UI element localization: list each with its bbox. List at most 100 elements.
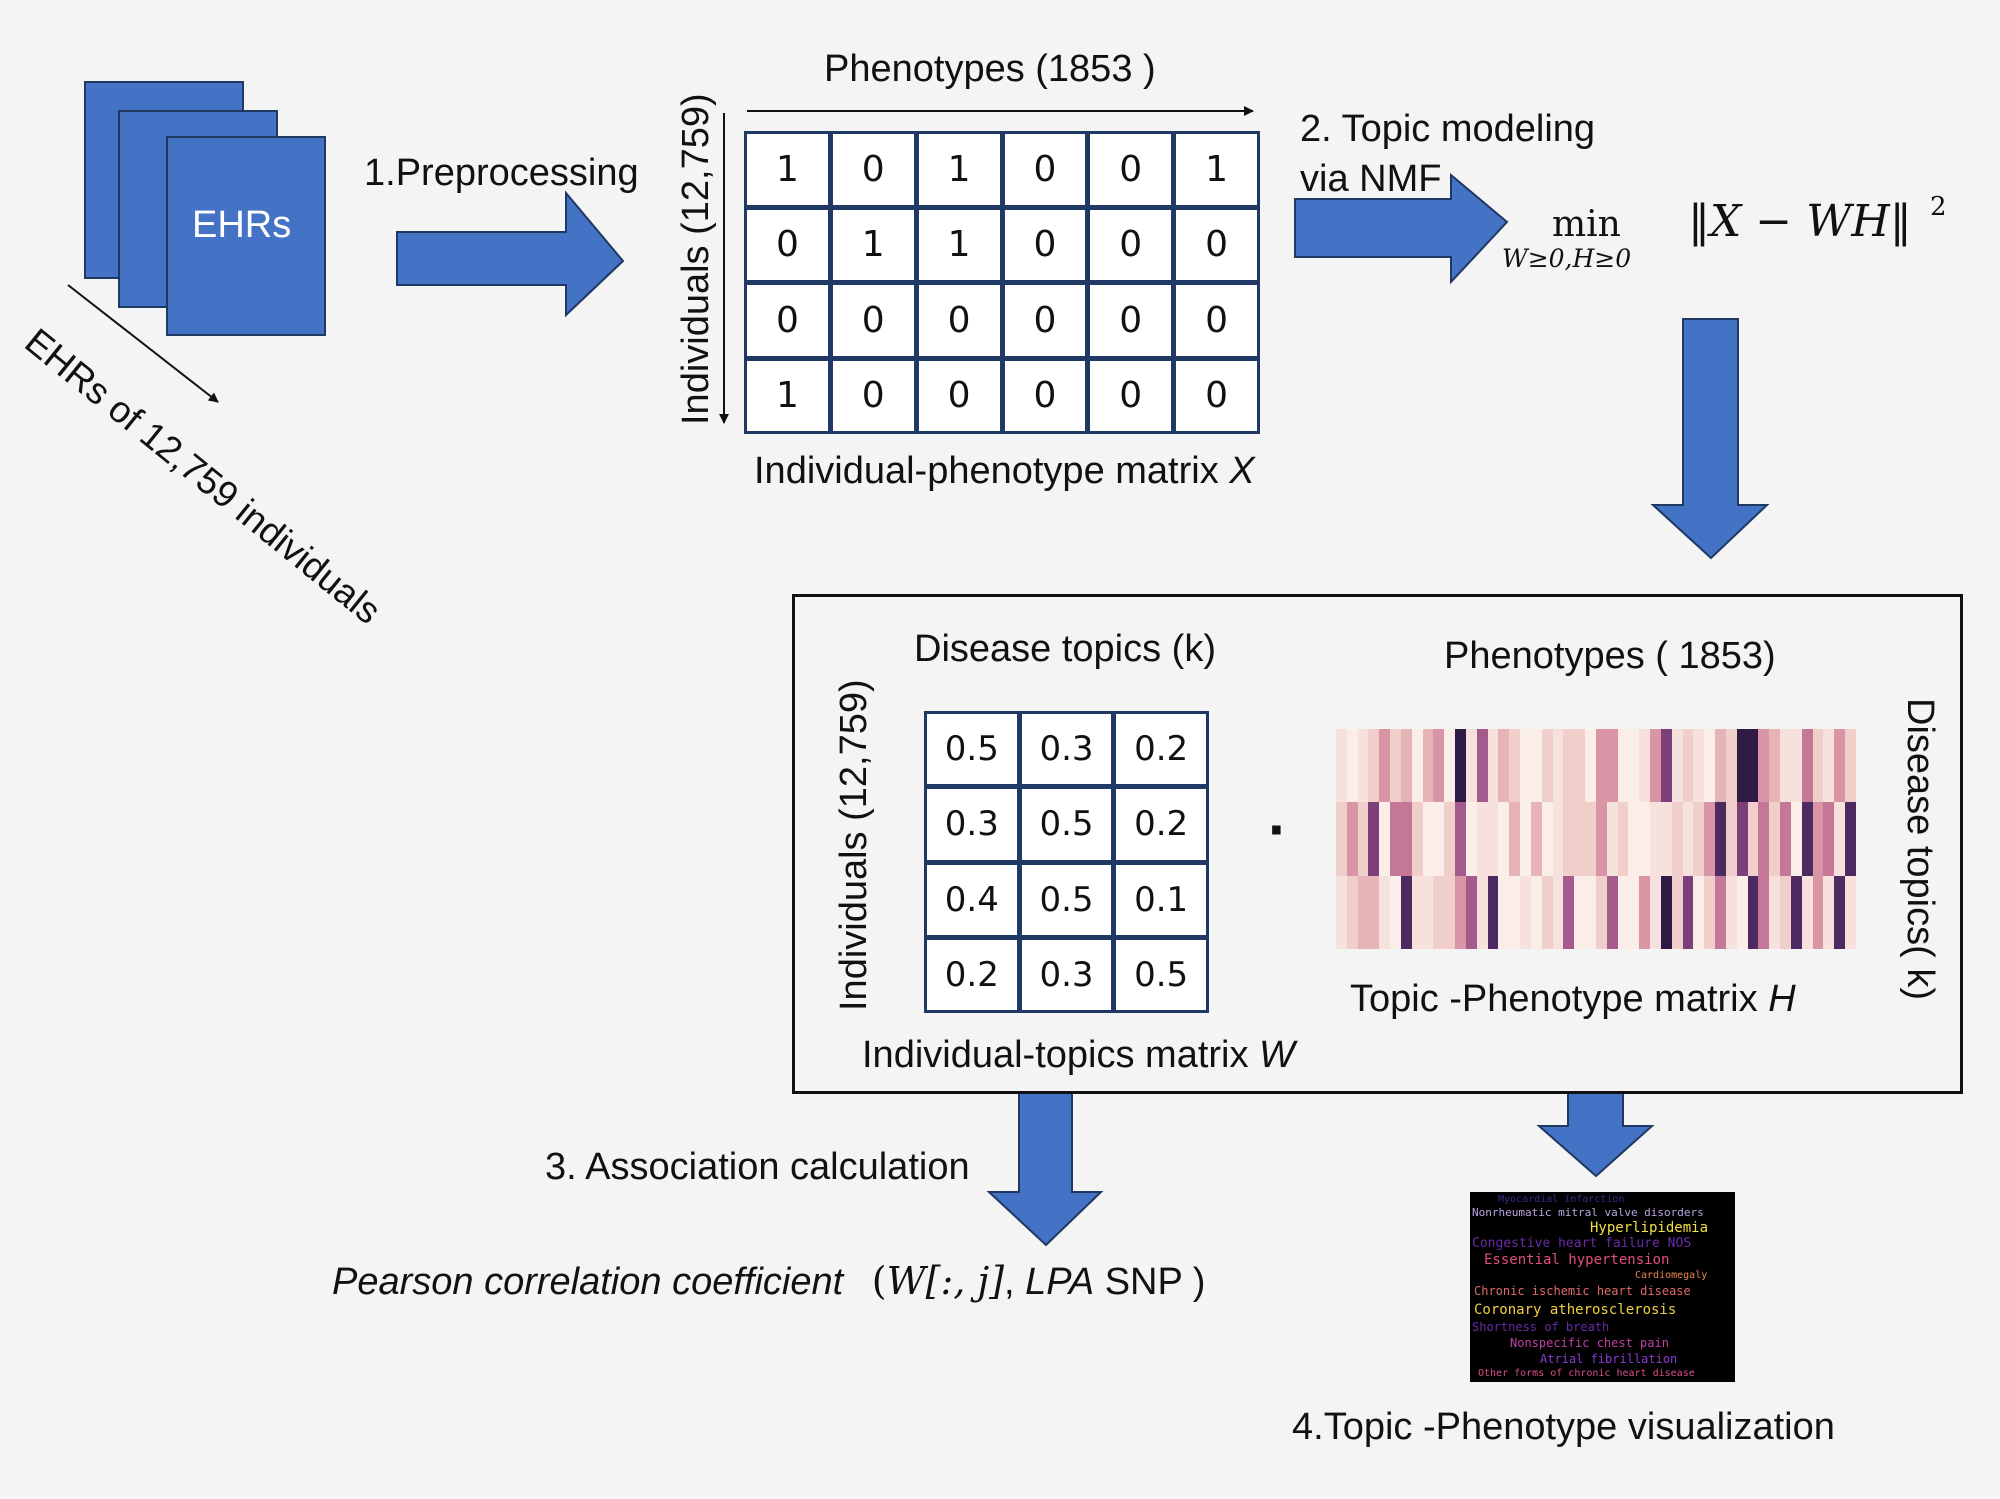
heatmap-cell <box>1390 875 1401 949</box>
pearson-formula: Pearson correlation coefficient (W[:, j]… <box>332 1262 1205 1301</box>
matrix-x-cell: 0 <box>832 285 914 356</box>
heatmap-cell <box>1433 875 1445 949</box>
heatmap-cell <box>1433 729 1445 803</box>
formula-exponent: 2 <box>1930 192 1947 222</box>
heatmap-cell <box>1422 802 1434 876</box>
heatmap-cell <box>1650 875 1661 949</box>
step-topic-modeling-label: 2. Topic modeling <box>1300 108 1596 150</box>
matrix-x-cell: 0 <box>1176 209 1257 280</box>
heatmap-cell <box>1650 802 1661 876</box>
step-association-label: 3. Association calculation <box>545 1146 970 1188</box>
matrix-w-cell: 0.1 <box>1116 864 1206 935</box>
matrix-x-row-axis-label: Individuals (12,759) <box>675 93 717 425</box>
matrix-w-cell: 0.4 <box>927 864 1017 935</box>
heatmap-cell <box>1422 875 1434 949</box>
matrix-x-cell: 1 <box>747 360 828 431</box>
heatmap-cell <box>1801 875 1813 949</box>
matrix-w-row-axis-label: Individuals (12,759) <box>833 679 875 1011</box>
matrix-x-cell: 0 <box>1090 360 1172 431</box>
heatmap-cell <box>1465 729 1477 803</box>
matrix-x-cell: 0 <box>832 134 914 205</box>
matrix-x-col-axis-label: Phenotypes (1853 ) <box>824 48 1156 90</box>
pearson-w-term: W[:, j] <box>886 1259 1005 1303</box>
heatmap-cell <box>1530 729 1542 803</box>
heatmap-cell <box>1541 729 1553 803</box>
heatmap-cell <box>1671 875 1683 949</box>
word-cloud-term: Other forms of chronic heart disease <box>1478 1368 1695 1379</box>
formula-body: ‖X − WH‖ <box>1688 196 1912 247</box>
heatmap-cell <box>1357 802 1369 876</box>
heatmap-cell <box>1715 875 1726 949</box>
heatmap-cell <box>1574 729 1586 803</box>
word-cloud-term: Congestive heart failure NOS <box>1472 1236 1692 1251</box>
matrix-w-col-axis-label: Disease topics (k) <box>914 628 1216 670</box>
heatmap-cell <box>1639 802 1651 876</box>
heatmap-cell <box>1812 729 1824 803</box>
heatmap-cell <box>1704 802 1716 876</box>
heatmap-cell <box>1498 802 1510 876</box>
heatmap-cell <box>1780 729 1791 803</box>
word-cloud-term: Shortness of breath <box>1472 1320 1610 1334</box>
ehr-label: EHRs <box>192 204 292 246</box>
heatmap-cell <box>1541 802 1553 876</box>
heatmap-cell <box>1368 729 1380 803</box>
heatmap-cell <box>1682 802 1694 876</box>
heatmap-cell <box>1639 875 1651 949</box>
heatmap-cell <box>1595 875 1607 949</box>
heatmap-cell <box>1682 729 1694 803</box>
heatmap-cell <box>1823 802 1835 876</box>
heatmap-cell <box>1617 875 1629 949</box>
heatmap-cell <box>1530 802 1542 876</box>
heatmap-cell <box>1650 729 1661 803</box>
heatmap-cell <box>1498 729 1510 803</box>
heatmap-cell <box>1465 875 1477 949</box>
heatmap-cell <box>1595 802 1607 876</box>
heatmap-cell <box>1834 875 1846 949</box>
heatmap-cell <box>1530 875 1542 949</box>
heatmap-cell <box>1671 729 1683 803</box>
association-arrow <box>986 1091 1104 1247</box>
heatmap-cell <box>1628 729 1640 803</box>
step-preprocessing-label: 1.Preprocessing <box>364 152 639 194</box>
heatmap-cell <box>1617 729 1629 803</box>
heatmap-cell <box>1693 729 1705 803</box>
heatmap-cell <box>1520 875 1531 949</box>
heatmap-cell <box>1357 729 1369 803</box>
matrix-w-cell: 0.3 <box>1021 714 1112 785</box>
heatmap-cell <box>1790 875 1802 949</box>
heatmap-cell <box>1455 875 1466 949</box>
heatmap-cell <box>1769 802 1781 876</box>
heatmap-cell <box>1801 802 1813 876</box>
heatmap-cell <box>1433 802 1445 876</box>
heatmap-cell <box>1606 875 1618 949</box>
matrix-w-cell: 0.3 <box>1021 939 1112 1010</box>
word-cloud-term: Hyperlipidemia <box>1590 1220 1709 1236</box>
pearson-open-paren: ( <box>871 1259 887 1303</box>
heatmap-cell <box>1368 802 1380 876</box>
heatmap-cell <box>1400 802 1412 876</box>
heatmap-cell <box>1390 729 1401 803</box>
heatmap-cell <box>1379 729 1391 803</box>
step-topic-modeling-label-line2: via NMF <box>1300 158 1442 200</box>
word-cloud-term: Coronary atherosclerosis <box>1474 1302 1677 1318</box>
heatmap-cell <box>1769 875 1781 949</box>
heatmap-cell <box>1845 875 1856 949</box>
down-arrow-to-panel <box>1650 318 1770 560</box>
heatmap-cell <box>1346 729 1358 803</box>
heatmap-cell <box>1790 729 1802 803</box>
matrix-x-cell: 1 <box>1176 134 1257 205</box>
heatmap-cell <box>1715 802 1726 876</box>
heatmap-cell <box>1736 729 1748 803</box>
heatmap-cell <box>1790 802 1802 876</box>
heatmap-cell <box>1715 729 1726 803</box>
heatmap-cell <box>1563 729 1575 803</box>
heatmap-cell <box>1455 802 1466 876</box>
matrix-h-caption: Topic -Phenotype matrix H <box>1350 980 1796 1018</box>
heatmap-cell <box>1812 875 1824 949</box>
ehr-document-front: EHRs <box>166 136 326 336</box>
heatmap-cell <box>1628 802 1640 876</box>
heatmap-cell <box>1725 802 1737 876</box>
matrix-w-caption-var: W <box>1259 1034 1295 1076</box>
heatmap-cell <box>1379 875 1391 949</box>
